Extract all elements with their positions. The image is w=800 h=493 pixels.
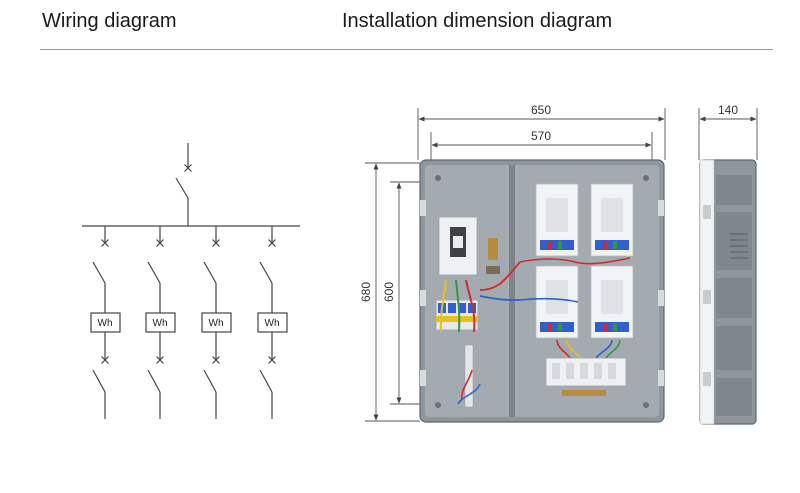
meter-label-1: Wh (98, 318, 113, 329)
neutral-bar (488, 238, 498, 260)
ground-rail (464, 344, 474, 408)
dim-140-label: 140 (718, 103, 738, 117)
meter-slot-1 (535, 183, 579, 257)
dim-650-label: 650 (531, 103, 551, 117)
enclosure-side-view (699, 159, 757, 425)
meter-slot-3 (535, 265, 579, 339)
dim-600-label: 600 (382, 282, 396, 302)
header-divider (40, 49, 773, 50)
dim-570-label: 570 (531, 129, 551, 143)
meter-slot-4 (590, 265, 634, 339)
dimension-lines (365, 108, 758, 422)
wiring-diagram (82, 143, 300, 419)
wiring-diagram-heading: Wiring diagram (42, 10, 177, 32)
branch-3 (201, 226, 232, 419)
main-breaker-x (184, 164, 192, 172)
branch-4 (257, 226, 288, 419)
meter-label-4: Wh (265, 318, 280, 329)
meter-slot-2 (590, 183, 634, 257)
enclosure-front-view (419, 159, 665, 423)
branch-1 (90, 226, 121, 419)
dim-680-label: 680 (359, 282, 373, 302)
main-switch-blade (175, 177, 189, 199)
branch-2 (145, 226, 176, 419)
installation-diagram-heading: Installation dimension diagram (342, 10, 613, 32)
meter-label-2: Wh (153, 318, 168, 329)
meter-label-3: Wh (209, 318, 224, 329)
